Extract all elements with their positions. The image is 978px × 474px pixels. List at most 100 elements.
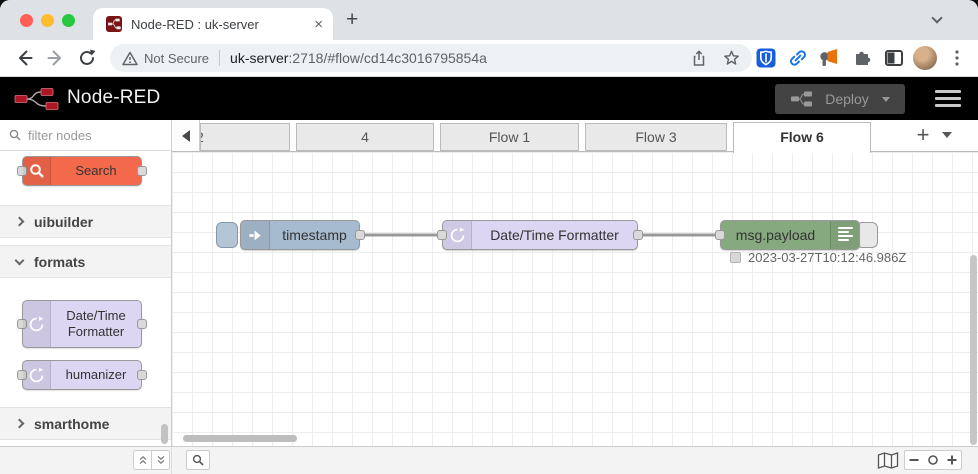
forward-icon[interactable] [46, 48, 66, 68]
macos-fullscreen-button[interactable] [62, 14, 75, 27]
palette-node-humanizer[interactable]: humanizer [17, 360, 147, 390]
browser-tab-title: Node-RED : uk-server [131, 16, 259, 32]
footer-bar [0, 446, 978, 474]
node-palette: Search uibuilder formats Date/Time Forma… [0, 120, 172, 446]
megaphone-extension-icon[interactable] [818, 48, 838, 68]
canvas-vertical-scrollbar[interactable] [970, 255, 977, 445]
main-menu-button[interactable] [935, 90, 961, 111]
debug-output-lines-icon [830, 221, 859, 249]
inject-trigger-button[interactable] [216, 222, 238, 248]
macos-close-button[interactable] [20, 14, 33, 27]
workspace: 2 4 Flow 1 Flow 3 Flow 6 + timestamp [172, 120, 978, 446]
circle-icon [927, 455, 938, 465]
palette-category-smarthome[interactable]: smarthome [0, 407, 171, 440]
timer-icon [23, 361, 51, 389]
zoom-reset-button[interactable] [923, 450, 943, 470]
deploy-options-caret-icon[interactable] [881, 96, 890, 102]
back-icon[interactable] [14, 48, 34, 68]
node-input-port[interactable] [715, 230, 725, 240]
bookmark-star-icon[interactable] [723, 50, 740, 66]
flow-tabbar: 2 4 Flow 1 Flow 3 Flow 6 + [172, 120, 978, 153]
debug-status-text: 2023-03-27T10:12:46.986Z [748, 250, 907, 265]
filter-search-icon [9, 129, 21, 141]
map-icon [877, 452, 899, 469]
flow-tab-flow1[interactable]: Flow 1 [440, 123, 579, 151]
navigator-map-button[interactable] [877, 452, 899, 474]
palette-category-formats[interactable]: formats [0, 245, 171, 278]
flow-tab-partial[interactable]: 2 [200, 123, 290, 151]
search-node-icon [23, 157, 51, 185]
browser-toolbar: Not Secure uk-server:2718/#flow/cd14c301… [0, 40, 978, 77]
debug-node-msg-payload[interactable]: msg.payload [715, 220, 860, 250]
plus-icon [947, 455, 956, 465]
inject-node-timestamp[interactable]: timestamp [240, 220, 365, 250]
reload-icon[interactable] [77, 48, 97, 68]
palette-node-search[interactable]: Search [17, 156, 147, 186]
tab-scroll-left-button[interactable] [172, 120, 200, 151]
tab-close-icon[interactable]: × [314, 15, 323, 33]
palette-node-label: Search [75, 162, 117, 178]
zoom-out-button[interactable] [904, 450, 924, 470]
deploy-label: Deploy [825, 91, 869, 107]
nodered-favicon [106, 16, 122, 32]
browser-tab[interactable]: Node-RED : uk-server × [93, 8, 333, 40]
add-flow-button[interactable]: + [916, 122, 930, 147]
chevron-right-icon [14, 216, 25, 227]
url-path: :2718/#flow/cd14c3016795854a [288, 50, 487, 66]
flow-tab-flow3[interactable]: Flow 3 [585, 123, 727, 151]
profile-avatar[interactable] [913, 46, 937, 70]
flow-tab-label: Flow 1 [488, 129, 531, 145]
canvas-horizontal-scrollbar[interactable] [183, 435, 297, 442]
chevron-down-icon [14, 255, 25, 265]
flow-tab-flow6-active[interactable]: Flow 6 [733, 122, 871, 153]
node-output-port[interactable] [355, 230, 365, 240]
node-output-port[interactable] [137, 370, 147, 380]
node-label: Date/Time Formatter [490, 227, 619, 243]
link-extension-icon[interactable] [788, 48, 808, 68]
palette-category-uibuilder[interactable]: uibuilder [0, 205, 171, 238]
palette-scrollbar[interactable] [161, 424, 168, 444]
new-tab-button[interactable]: + [346, 8, 359, 31]
extensions-puzzle-icon[interactable] [852, 48, 872, 68]
flow-list-caret-icon[interactable] [942, 132, 952, 138]
collapse-all-categories-button[interactable] [133, 450, 152, 470]
address-bar[interactable]: Not Secure uk-server:2718/#flow/cd14c301… [110, 44, 752, 72]
deploy-button[interactable]: Deploy [775, 84, 905, 114]
node-output-port[interactable] [137, 166, 147, 176]
workspace-search-button[interactable] [186, 450, 210, 470]
node-output-port[interactable] [633, 230, 643, 240]
filter-nodes-input[interactable] [28, 127, 148, 143]
expand-all-categories-button[interactable] [151, 450, 170, 470]
node-label: msg.payload [735, 227, 816, 243]
macos-minimize-button[interactable] [41, 14, 54, 27]
nodered-brand-title: Node-RED [67, 87, 161, 108]
node-input-port[interactable] [17, 370, 27, 380]
double-chevron-down-icon [157, 455, 164, 465]
node-input-port[interactable] [437, 230, 447, 240]
flow-tab-4[interactable]: 4 [296, 123, 434, 151]
palette-footer [0, 447, 172, 474]
kebab-menu-icon[interactable] [947, 48, 967, 68]
node-output-port[interactable] [137, 319, 147, 329]
tab-overflow-chevron-icon[interactable] [931, 12, 943, 24]
flow-tab-label: 4 [361, 129, 369, 145]
flow-canvas[interactable]: timestamp Date/Time Formatter msg.payloa… [172, 152, 978, 446]
node-input-port[interactable] [17, 319, 27, 329]
datetime-formatter-node[interactable]: Date/Time Formatter [437, 220, 643, 250]
side-panel-icon[interactable] [884, 48, 904, 68]
zoom-in-button[interactable] [942, 450, 962, 470]
flow-tab-label: Flow 6 [780, 129, 824, 145]
search-icon [192, 454, 204, 466]
security-label: Not Secure [144, 50, 210, 66]
node-input-port[interactable] [17, 166, 27, 176]
nodered-header: Node-RED Deploy [0, 77, 978, 120]
node-status-square-icon [730, 252, 741, 263]
share-icon[interactable] [691, 49, 707, 67]
wires-layer [360, 233, 720, 237]
bitwarden-extension-icon[interactable] [756, 48, 776, 68]
node-label: timestamp [282, 227, 347, 243]
not-secure-warning-icon[interactable] [122, 51, 138, 66]
palette-node-datetime-formatter[interactable]: Date/Time Formatter [17, 300, 147, 348]
browser-tabstrip: Node-RED : uk-server × + [0, 0, 978, 40]
